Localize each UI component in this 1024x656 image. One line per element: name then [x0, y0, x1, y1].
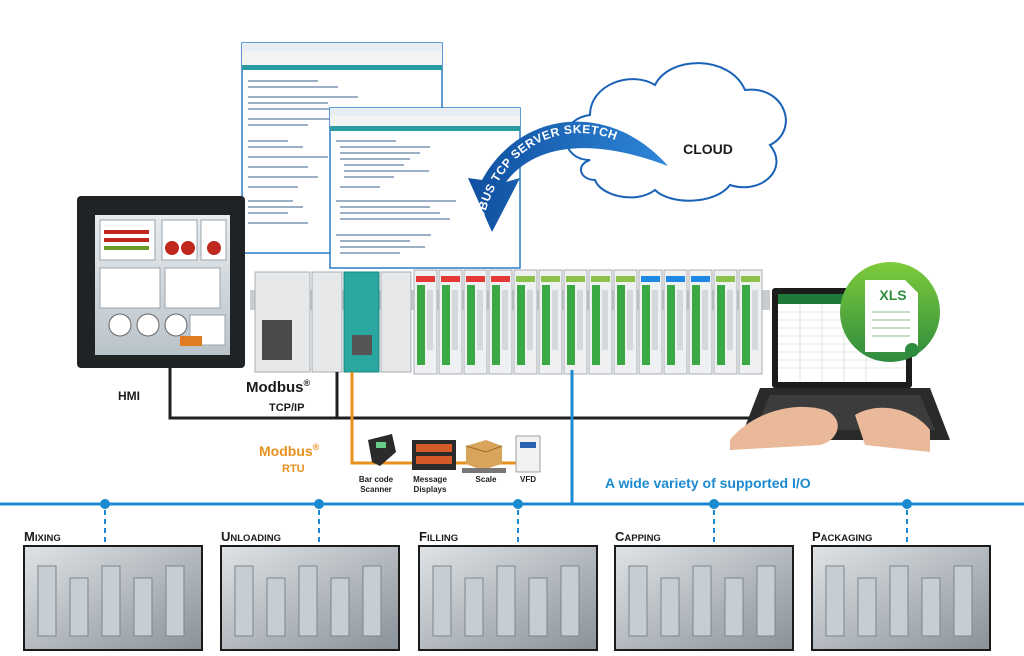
hmi-label: HMI — [118, 389, 140, 403]
cloud-label: CLOUD — [683, 141, 733, 157]
ethernet-line — [168, 368, 780, 420]
device-label-line2: Displays — [414, 485, 447, 494]
station-label: UNLOADING — [221, 529, 281, 544]
device-label-line2: Scanner — [360, 485, 392, 494]
station: UNLOADING — [220, 499, 400, 651]
station-label: CAPPING — [615, 529, 661, 544]
hmi-panel — [77, 196, 245, 368]
station-label: FILLING — [419, 529, 458, 544]
device-label: VFD — [520, 475, 536, 484]
vfd-icon — [515, 435, 541, 473]
cloud-icon — [564, 62, 787, 202]
message-display-icon — [412, 440, 456, 470]
io-module — [588, 269, 613, 375]
station-label-cap: U — [221, 529, 230, 544]
station-label-rest: IXING — [35, 533, 61, 544]
io-module — [563, 269, 588, 375]
io-module — [688, 269, 713, 375]
svg-text:Modbus®: Modbus® — [259, 442, 320, 459]
modbus-tcp-text: Modbus — [246, 379, 304, 396]
station: PACKAGING — [811, 499, 991, 651]
station-label: MIXING — [24, 529, 61, 544]
device-label: Scale — [476, 475, 497, 484]
device-label-line1: Bar code — [359, 475, 394, 484]
station-label-cap: C — [615, 529, 625, 544]
io-modules — [413, 269, 763, 375]
process-stations: MIXING UNLOADING FILLING CAPPING PACKAGING — [23, 499, 991, 651]
station-label: PACKAGING — [812, 529, 872, 544]
station: FILLING — [418, 499, 598, 651]
io-module — [613, 269, 638, 375]
io-module — [513, 269, 538, 375]
station-label-rest: ACKAGING — [821, 533, 873, 544]
modbus-rtu-label: Modbus® RTU — [259, 442, 320, 475]
io-module — [638, 269, 663, 375]
station: CAPPING — [614, 499, 794, 651]
station-label-cap: P — [812, 529, 821, 544]
io-module — [663, 269, 688, 375]
io-module — [463, 269, 488, 375]
io-module — [713, 269, 738, 375]
station-label-rest: NLOADING — [230, 533, 281, 544]
svg-text:Modbus®: Modbus® — [246, 378, 311, 396]
station: MIXING — [23, 499, 203, 651]
scale-icon — [462, 440, 506, 473]
io-module — [738, 269, 763, 375]
io-module — [413, 269, 438, 375]
barcode-scanner-icon — [368, 434, 396, 466]
device-label-line1: Scale — [476, 475, 497, 484]
xls-label: XLS — [879, 287, 906, 303]
modbus-tcp-sub: TCP/IP — [269, 402, 304, 414]
device-label-line1: VFD — [520, 475, 536, 484]
station-label-cap: M — [24, 529, 35, 544]
station-label-rest: ILLING — [427, 533, 458, 544]
modbus-rtu-sub: RTU — [282, 463, 305, 475]
io-bus — [0, 370, 1024, 506]
io-module — [488, 269, 513, 375]
modbus-rtu-registered: ® — [313, 442, 320, 452]
station-label-rest: APPING — [624, 533, 660, 544]
device-label-line1: Message — [413, 475, 447, 484]
modbus-tcp-label: Modbus® TCP/IP — [246, 378, 311, 414]
xls-icon: XLS — [840, 262, 940, 362]
io-caption: A wide variety of supported I/O — [605, 475, 811, 491]
hands — [730, 406, 930, 452]
io-module — [438, 269, 463, 375]
io-module — [538, 269, 563, 375]
modbus-tcp-registered: ® — [304, 378, 311, 388]
modbus-rtu-text: Modbus — [259, 443, 313, 459]
station-label-cap: F — [419, 529, 427, 544]
